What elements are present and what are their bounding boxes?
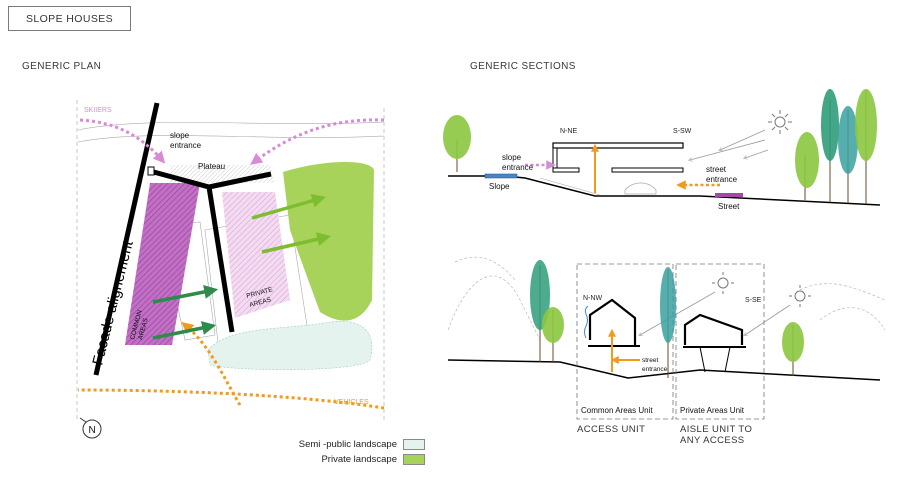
common-areas-zone	[125, 183, 200, 345]
green-arrow	[261, 232, 332, 254]
legend: Semi -public landscape Private landscape	[280, 437, 425, 467]
north-arrow-icon	[79, 417, 87, 423]
slope-entrance-label-2: entrance	[502, 163, 534, 172]
dark-green-arrow	[152, 321, 217, 340]
private-wall	[206, 186, 235, 333]
tree-icon	[443, 115, 471, 172]
private-unit-house	[683, 313, 744, 345]
house-roof-slab	[552, 142, 684, 149]
green-arrow	[251, 193, 327, 220]
tree-icon	[838, 106, 858, 203]
north-compass-icon	[82, 419, 102, 439]
sse-label: S-SE	[745, 297, 762, 304]
ramp-line	[539, 177, 601, 196]
street-entrance-label-2: entrance	[642, 366, 668, 373]
skiers-arrow-east	[250, 118, 385, 165]
ghost-terrain	[799, 283, 886, 331]
legend-item-semi-public: Semi -public landscape	[280, 437, 425, 452]
legend-swatch-semi-public	[403, 439, 425, 450]
tree-icon	[660, 267, 676, 378]
private-unit-pillar	[699, 346, 706, 373]
sun-ray	[690, 139, 766, 160]
common-areas-unit-label: Common Areas Unit	[581, 406, 653, 415]
dark-green-arrow	[152, 285, 219, 304]
private-areas-unit-box	[675, 263, 765, 420]
house-floor-slab	[611, 167, 684, 173]
plateau-label: Plateau	[198, 162, 225, 171]
vehicles-label: VEHICLES	[334, 399, 369, 406]
sun-ray	[640, 291, 716, 335]
slope-entrance-label-1: slope	[502, 153, 522, 162]
car-icon	[624, 182, 657, 195]
slope-label: Slope	[489, 182, 510, 191]
tree-icon	[530, 260, 550, 362]
sections-heading: GENERIC SECTIONS	[470, 61, 576, 72]
common-areas-unit-box	[576, 263, 674, 420]
sun-icon	[768, 110, 792, 134]
section-top: N-NE S-SW slope entrance street entrance…	[443, 89, 881, 211]
nnw-label: N-NW	[583, 295, 602, 302]
ssw-label: S-SW	[673, 128, 692, 135]
generic-plan: SKIIERS slope entrance Plateau Facade al…	[76, 100, 385, 439]
legend-item-private: Private landscape	[280, 452, 425, 467]
house-wall-left	[552, 147, 558, 171]
tree-icon	[795, 132, 819, 200]
nne-label: N-NE	[560, 128, 577, 135]
aisle-unit-label-2: ANY ACCESS	[680, 435, 745, 446]
sun-ray	[745, 149, 769, 158]
slope-entrance-label-2: entrance	[170, 141, 202, 150]
private-unit-pillar	[724, 346, 731, 373]
ghost-terrain	[447, 256, 541, 341]
street-entrance-label-1: street	[706, 165, 727, 174]
street-entrance-label-2: entrance	[706, 175, 738, 184]
aisle-unit-label-1: AISLE UNIT TO	[680, 424, 752, 435]
access-unit-label: ACCESS UNIT	[577, 424, 645, 435]
common-unit-house	[588, 298, 637, 345]
facade-label: Facade alignement	[89, 238, 137, 367]
tree-icon	[542, 307, 564, 363]
vehicles-arrow	[181, 321, 242, 406]
legend-label-private: Private landscape	[321, 454, 397, 465]
sun-ray	[745, 304, 791, 335]
slope-entrance-label-1: slope	[170, 131, 190, 140]
ground-line	[447, 359, 881, 381]
private-landscape-area	[283, 161, 374, 321]
skiers-label: SKIIERS	[84, 107, 112, 114]
vehicles-path	[77, 388, 385, 410]
street-label: Street	[718, 202, 740, 211]
legend-label-semi-public: Semi -public landscape	[298, 439, 397, 450]
private-areas-zone	[222, 192, 290, 318]
wind-icon	[584, 305, 589, 339]
semi-public-landscape-area	[207, 320, 373, 371]
slope-entrance-marker	[147, 166, 155, 176]
page-title: SLOPE HOUSES	[8, 6, 131, 31]
street-entrance-label-1: street	[642, 357, 658, 364]
legend-swatch-private	[403, 454, 425, 465]
sun-icon	[712, 272, 734, 294]
sun-ray	[720, 129, 766, 150]
north-label: N	[89, 425, 96, 436]
private-areas-unit-label: Private Areas Unit	[680, 406, 745, 415]
section-bottom: N-NW S-SE street entrance Common Areas U…	[447, 256, 886, 446]
contour-line	[77, 135, 385, 143]
tree-icon	[855, 89, 877, 204]
facade-wall	[93, 102, 160, 376]
tree-icon	[782, 322, 804, 376]
skiers-arrow	[79, 118, 166, 164]
plan-heading: GENERIC PLAN	[22, 61, 102, 72]
tree-icon	[821, 89, 839, 202]
street-marker	[715, 193, 743, 197]
house-floor-slab	[552, 167, 580, 173]
sun-icon	[789, 285, 811, 307]
slope-marker	[484, 173, 518, 179]
